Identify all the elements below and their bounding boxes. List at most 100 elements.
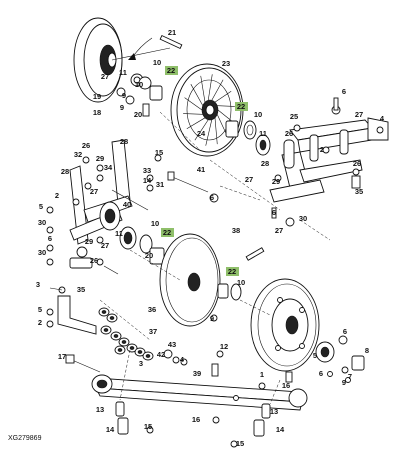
callout-label: 10 bbox=[153, 58, 161, 67]
assembly-guide-lines bbox=[99, 111, 331, 405]
callout-label: 30 bbox=[38, 218, 46, 227]
bolt-41 bbox=[146, 154, 219, 203]
wheel-spoke bbox=[205, 119, 213, 146]
wheel-spoke bbox=[217, 105, 235, 107]
highlight-layer bbox=[161, 66, 248, 276]
callout-label: 23 bbox=[222, 59, 230, 68]
callout-label: 11 bbox=[259, 129, 267, 138]
callout-label: 11 bbox=[115, 229, 123, 238]
callout-label: 6 bbox=[319, 369, 323, 378]
callout-label: 28 bbox=[261, 159, 269, 168]
callout-label: 13 bbox=[96, 405, 104, 414]
callout-label: 38 bbox=[232, 226, 240, 235]
callout-label: 18 bbox=[93, 108, 101, 117]
callout-label: 33 bbox=[143, 166, 151, 175]
washer-stack bbox=[98, 307, 188, 366]
callout-label: 37 bbox=[149, 327, 157, 336]
callout-label: 10 bbox=[151, 219, 159, 228]
callout-label: 11 bbox=[119, 68, 127, 77]
wheel-spoke bbox=[194, 119, 209, 141]
callout-label: 6 bbox=[343, 327, 347, 336]
hub-assembly-1 bbox=[250, 278, 320, 372]
callout-label: 2 bbox=[55, 191, 59, 200]
callout-label: 39 bbox=[193, 369, 201, 378]
callout-label: 27 bbox=[101, 241, 109, 250]
hub-cap-parts bbox=[285, 335, 365, 383]
callout-label: 4 bbox=[380, 114, 385, 123]
callout-label: 5 bbox=[38, 305, 42, 314]
callout-label: 21 bbox=[168, 28, 176, 37]
callout-label: 2 bbox=[320, 145, 324, 154]
callout-label: 22 bbox=[228, 267, 236, 276]
callout-label: 14 bbox=[143, 176, 152, 185]
callout-label: 28 bbox=[61, 167, 69, 176]
wheel-spoke bbox=[217, 109, 234, 123]
callout-label: 13 bbox=[270, 407, 278, 416]
washer-hole bbox=[101, 310, 107, 314]
washer-hole bbox=[103, 328, 109, 332]
wheel-spoke bbox=[190, 84, 204, 106]
callout-label: 40 bbox=[123, 200, 131, 209]
callout-label: 20 bbox=[134, 110, 142, 119]
callout-label: 29 bbox=[96, 154, 104, 163]
pin-set-right bbox=[212, 403, 271, 448]
washer-hole bbox=[121, 340, 127, 344]
bearing-10-11-left bbox=[119, 226, 165, 265]
callout-label: 4 bbox=[180, 355, 185, 364]
wheel-spoke bbox=[186, 117, 206, 130]
callout-label: 15 bbox=[236, 439, 244, 448]
callout-label: 29 bbox=[85, 237, 93, 246]
callout-label: 30 bbox=[299, 214, 307, 223]
callout-label: 41 bbox=[197, 165, 205, 174]
pin-set-left bbox=[115, 401, 154, 435]
callout-label: 26 bbox=[353, 159, 361, 168]
callout-label: 3 bbox=[139, 359, 143, 368]
callout-label: 6 bbox=[272, 208, 276, 217]
figure-id-label: XG279869 bbox=[8, 435, 42, 442]
wheel-spoke bbox=[214, 117, 218, 145]
callout-label: 27 bbox=[90, 187, 98, 196]
callout-label: 3 bbox=[36, 280, 40, 289]
wheel-spoke bbox=[184, 97, 203, 111]
callout-label: 19 bbox=[93, 92, 101, 101]
callout-label: 29 bbox=[272, 177, 280, 186]
pin-38 bbox=[245, 247, 265, 261]
callout-highlight bbox=[226, 267, 239, 276]
callout-label: 10 bbox=[237, 278, 245, 287]
callout-label: 35 bbox=[355, 187, 363, 196]
callout-label: 27 bbox=[101, 72, 109, 81]
bearing-stack-top-left bbox=[116, 73, 163, 117]
callout-label: 24 bbox=[197, 129, 206, 138]
callout-label: 34 bbox=[104, 163, 113, 172]
callout-label: 16 bbox=[282, 381, 290, 390]
callout-label: 5 bbox=[39, 202, 43, 211]
bracket-3-35 bbox=[46, 286, 97, 335]
callout-label: 9 bbox=[342, 378, 346, 387]
callout-label: 22 bbox=[163, 228, 171, 237]
washer-hole bbox=[113, 334, 119, 338]
callout-label: 20 bbox=[145, 251, 153, 260]
bolt-17 bbox=[65, 354, 101, 373]
wheel-spoke bbox=[214, 91, 232, 103]
washer-hole bbox=[145, 354, 151, 358]
pin-21 bbox=[159, 34, 183, 50]
bearing-22-10-lower bbox=[217, 283, 242, 301]
callout-label: 10 bbox=[135, 80, 143, 89]
callout-label: 1 bbox=[260, 370, 264, 379]
callout-label: 15 bbox=[155, 148, 163, 157]
callout-label: 27 bbox=[275, 226, 283, 235]
right-frame-assembly bbox=[269, 97, 389, 227]
callout-label: 6 bbox=[210, 193, 214, 202]
callout-label: 2 bbox=[38, 318, 42, 327]
wheel-spoke bbox=[207, 74, 213, 101]
pulley-18 bbox=[73, 17, 171, 103]
callout-label: 27 bbox=[245, 175, 253, 184]
callout-label: 17 bbox=[58, 352, 66, 361]
washer-hole bbox=[117, 348, 123, 352]
disc-37 bbox=[159, 233, 221, 327]
callout-label: 36 bbox=[148, 305, 156, 314]
callout-label: 10 bbox=[254, 110, 262, 119]
